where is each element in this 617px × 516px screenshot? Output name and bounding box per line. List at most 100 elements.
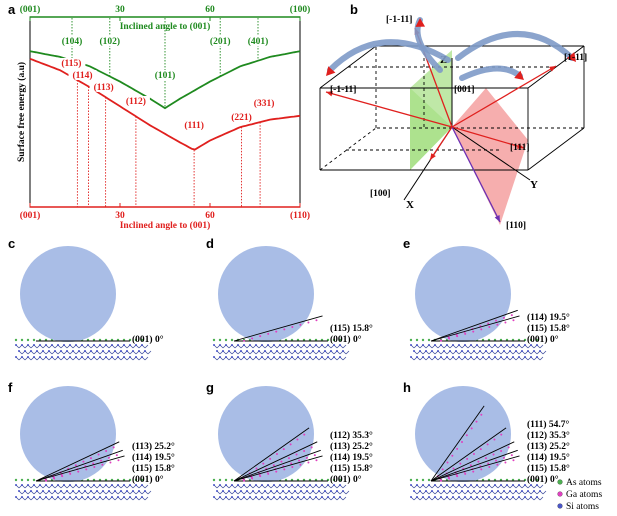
droplet <box>415 246 511 342</box>
facet-line <box>35 441 120 482</box>
red-label-bg <box>57 58 86 68</box>
ga-atom <box>465 434 468 437</box>
si-atom <box>428 496 430 498</box>
si-atom <box>342 350 344 352</box>
lattice-bond <box>345 350 350 355</box>
ga-atom <box>269 457 272 460</box>
si-atom <box>129 356 131 358</box>
si-atom <box>482 356 484 358</box>
green-facet-label: (102) <box>100 36 121 47</box>
si-atom <box>494 344 496 346</box>
si-atom <box>518 496 520 498</box>
ga-atom <box>289 443 292 446</box>
ga-atom <box>459 462 462 465</box>
si-atom <box>422 356 424 358</box>
si-atom <box>410 484 412 486</box>
ga-atom <box>492 453 495 456</box>
si-atom <box>491 490 493 492</box>
ga-atom <box>477 460 480 463</box>
red-facet-label: (114) <box>72 70 92 81</box>
si-atom <box>288 350 290 352</box>
si-atom <box>36 490 38 492</box>
ga-atom <box>77 470 80 473</box>
substrate-lattice <box>14 338 152 361</box>
facet-line <box>430 405 485 482</box>
si-atom <box>339 356 341 358</box>
si-atom <box>279 496 281 498</box>
si-atom <box>264 350 266 352</box>
panel-letter-e: e <box>403 236 411 251</box>
si-atom <box>144 350 146 352</box>
dir-arrow-111 <box>451 126 525 149</box>
ga-atom <box>488 326 491 329</box>
si-atom <box>458 356 460 358</box>
bottom-tick-label: 30 <box>115 211 125 221</box>
cube-edge <box>527 45 585 89</box>
ga-atom <box>480 328 483 331</box>
as-atom <box>338 478 342 482</box>
rotation-arrow-top <box>414 17 443 73</box>
si-atom <box>45 496 47 498</box>
si-atom <box>342 490 344 492</box>
si-atom <box>270 350 272 352</box>
rotation-arrow-right <box>455 31 575 61</box>
si-atom <box>39 484 41 486</box>
si-atom <box>479 350 481 352</box>
si-atom <box>500 484 502 486</box>
si-atom <box>449 490 451 492</box>
si-atom <box>497 490 499 492</box>
si-atom <box>84 490 86 492</box>
ga-atom <box>243 339 246 342</box>
si-atom <box>470 484 472 486</box>
si-atom <box>524 344 526 346</box>
si-atom <box>18 490 20 492</box>
droplet-panel-g: (112) 35.3°(113) 25.2°(114) 19.5°(115) 1… <box>212 386 373 501</box>
si-atom <box>530 496 532 498</box>
si-atom <box>324 490 326 492</box>
si-atom <box>45 356 47 358</box>
rotation-arrow-left <box>327 39 451 73</box>
ga-atom <box>500 449 503 452</box>
lattice-bond <box>147 350 152 355</box>
si-atom <box>333 484 335 486</box>
ga-atom <box>243 479 246 482</box>
si-atom <box>315 344 317 346</box>
si-atom <box>524 356 526 358</box>
si-atom <box>225 496 227 498</box>
facet-line <box>233 449 321 482</box>
si-atom <box>327 496 329 498</box>
ga-atom <box>496 323 499 326</box>
si-atom <box>87 344 89 346</box>
as-atom <box>421 478 425 482</box>
si-atom <box>515 350 517 352</box>
si-atom <box>69 356 71 358</box>
ga-atom <box>496 463 499 466</box>
ga-atom <box>448 337 451 340</box>
si-atom <box>99 496 101 498</box>
si-atom <box>324 350 326 352</box>
si-atom <box>120 490 122 492</box>
si-atom <box>51 356 53 358</box>
si-atom <box>117 496 119 498</box>
ga-atom <box>487 322 490 325</box>
as-atom <box>421 338 425 342</box>
si-atom <box>54 490 56 492</box>
si-atom <box>246 490 248 492</box>
si-atom <box>297 496 299 498</box>
si-atom <box>84 350 86 352</box>
as-atom <box>218 338 222 342</box>
ga-atom <box>464 332 467 335</box>
si-atom <box>87 356 89 358</box>
as-atom <box>415 478 419 482</box>
si-atom <box>72 490 74 492</box>
ga-atom <box>282 448 285 451</box>
si-atom <box>452 344 454 346</box>
facet-line <box>430 315 520 342</box>
dir-arrow-100 <box>429 126 453 161</box>
dir-label-100: [100] <box>370 189 391 199</box>
si-atom <box>279 356 281 358</box>
ga-atom <box>486 443 489 446</box>
ga-atom <box>251 337 254 340</box>
ga-atom <box>504 321 507 324</box>
ga-atom <box>441 468 444 471</box>
